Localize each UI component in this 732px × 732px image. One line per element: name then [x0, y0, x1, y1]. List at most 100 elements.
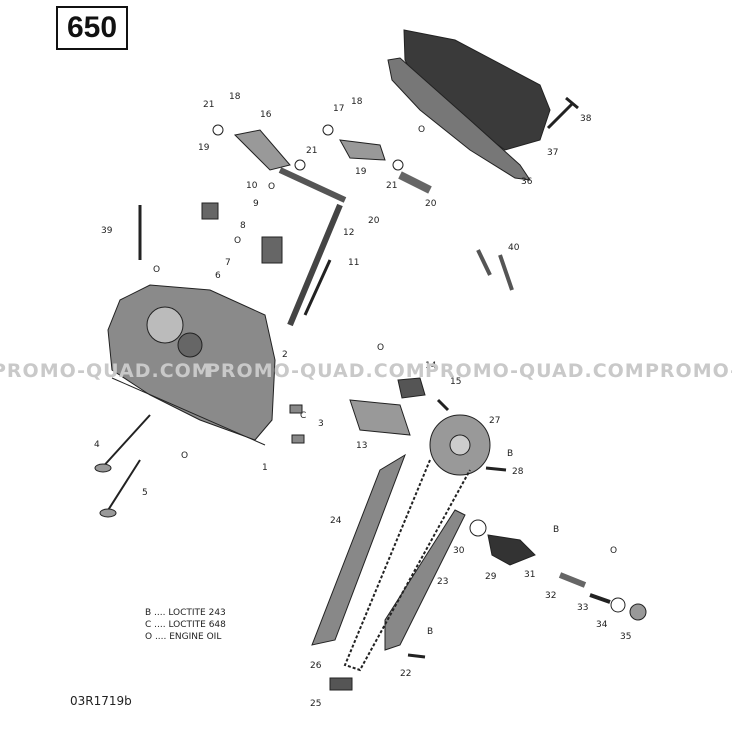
callout-7: 7: [225, 258, 231, 268]
o-ring-21c: [294, 159, 306, 171]
legend: B .... LOCTITE 243 C .... LOCTITE 648 O …: [145, 607, 226, 643]
callout-33: 33: [577, 603, 588, 613]
timing-chain-26: [343, 459, 471, 672]
mark-b-2: B: [427, 627, 433, 637]
valve-spring-8: [261, 236, 283, 264]
callout-34: 34: [596, 620, 608, 630]
mark-o-1: O: [268, 182, 275, 192]
camshaft-11: [303, 259, 332, 316]
plug-35: [629, 603, 647, 621]
callout-25: 25: [310, 699, 321, 709]
callout-27: 27: [489, 416, 500, 426]
camshaft-12: [287, 203, 343, 327]
callout-24: 24: [330, 516, 342, 526]
rocker-shaft-20b: [398, 171, 432, 194]
spring-40: [476, 249, 514, 291]
callout-10: 10: [246, 181, 258, 191]
callout-28: 28: [512, 467, 524, 477]
callout-39: 39: [101, 226, 113, 236]
chain-guide-23: [384, 509, 466, 651]
callout-17: 17: [333, 104, 344, 114]
callout-40: 40: [508, 243, 520, 253]
callout-30: 30: [453, 546, 465, 556]
chain-guide-24: [311, 453, 406, 646]
crank-sprocket-25: [329, 677, 353, 691]
callout-20-b: 20: [425, 199, 437, 209]
document-number: 03R1719b: [70, 694, 132, 708]
plunger-33: [589, 593, 611, 604]
callout-15: 15: [450, 377, 461, 387]
callout-35: 35: [620, 632, 631, 642]
callout-21-c0: 21: [386, 181, 397, 191]
valve-head-4: [94, 463, 112, 473]
callout-6: 6: [215, 271, 221, 281]
callout-32: 32: [545, 591, 556, 601]
o-ring-21b: [322, 124, 334, 136]
callout-4: 4: [94, 440, 100, 450]
callout-26: 26: [310, 661, 322, 671]
callout-37: 37: [547, 148, 558, 158]
cover-bolt: [546, 96, 579, 130]
bolt-15: [436, 398, 450, 412]
cam-sprocket-hub: [449, 434, 471, 456]
spark-plug-bore: [177, 332, 203, 358]
valve-cover-gasket: [387, 57, 532, 181]
rocker-arm-17: [339, 139, 386, 161]
callout-16: 16: [260, 110, 272, 120]
watermark-3: PROMO-QUAD.COM: [425, 360, 645, 382]
mark-b-0: B: [507, 449, 513, 459]
callout-1: 1: [262, 463, 268, 473]
seal-34: [610, 597, 626, 613]
legend-b: B .... LOCTITE 243: [145, 608, 226, 618]
callout-11: 11: [348, 258, 359, 268]
valve-head-5: [99, 508, 117, 518]
mark-o-2: O: [234, 236, 241, 246]
rocker-arm-16: [233, 129, 291, 171]
callout-2: 2: [282, 350, 288, 360]
washer-30: [469, 519, 487, 537]
mark-o-0: O: [418, 125, 425, 135]
callout-18: 18: [229, 92, 241, 102]
watermark-2: PROMO-QUAD.COM: [206, 360, 426, 382]
head-gasket: [111, 377, 266, 446]
callout-19: 19: [198, 143, 210, 153]
mark-b-1: B: [553, 525, 559, 535]
callout-3: 3: [318, 419, 324, 429]
watermark-1: PROMO-QUAD.COM: [0, 360, 212, 382]
valve-spring-9: [201, 202, 219, 220]
watermark-4: PROMO-Q: [645, 360, 732, 382]
camshaft-bore: [146, 306, 184, 344]
callout-36: 36: [521, 177, 533, 187]
valve-4: [99, 414, 151, 471]
callout-21: 21: [203, 100, 214, 110]
mark-c-0: C: [300, 411, 306, 421]
callout-18-b: 18: [351, 97, 363, 107]
model-badge: 650: [56, 6, 128, 50]
bolt-22: [407, 653, 426, 659]
tensioner-arm-29: [487, 534, 536, 566]
spring-32: [558, 572, 587, 588]
callout-5: 5: [142, 488, 148, 498]
valve-5: [104, 459, 141, 516]
callout-13: 13: [356, 441, 367, 451]
bolt-28: [485, 466, 507, 472]
callout-14: 14: [425, 361, 437, 371]
callout-23: 23: [437, 577, 448, 587]
mark-o-4: O: [377, 343, 384, 353]
legend-o: O .... ENGINE OIL: [145, 632, 222, 642]
rocker-shaft-20: [278, 167, 347, 203]
dowel-3a: [289, 404, 303, 414]
callout-31: 31: [524, 570, 535, 580]
mark-o-5: O: [181, 451, 188, 461]
callout-22: 22: [400, 669, 411, 679]
o-ring-21d: [392, 159, 404, 171]
tensioner-bracket-14: [397, 377, 426, 399]
callout-21-b: 21: [306, 146, 317, 156]
mark-o-6: O: [610, 546, 617, 556]
callout-19-b: 19: [355, 167, 367, 177]
chain-tensioner-13: [349, 399, 411, 436]
